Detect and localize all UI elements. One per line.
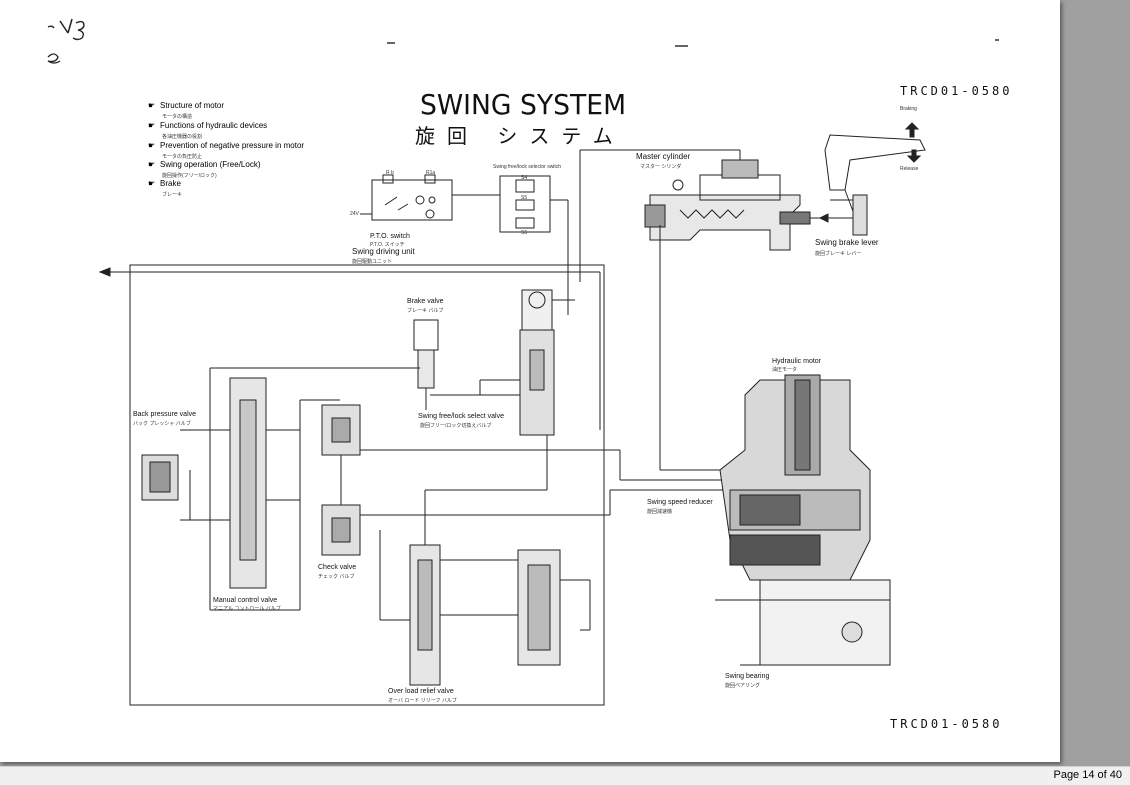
label-swing-brake-lever: Swing brake lever <box>815 238 879 247</box>
label-swing-speed-reducer: Swing speed reducer <box>647 499 713 506</box>
document-id-top: TRCD01-0580 <box>900 84 1013 98</box>
label-master-cylinder-jp: マスター シリンダ <box>640 164 682 170</box>
label-swing-brake-lever-jp: 旋回ブレーキ レバー <box>815 251 862 257</box>
label-swing-free-lock-valve-jp: 旋回フリー/ロック切換えバルブ <box>420 423 492 429</box>
label-swing-bearing: Swing bearing <box>725 673 770 680</box>
label-circuit-24v: 24V <box>350 211 359 217</box>
label-pto-switch-jp: P.T.O. スイッチ <box>370 242 405 248</box>
label-back-pressure-valve: Back pressure valve <box>133 411 197 418</box>
page-indicator: Page 14 of 40 <box>1053 769 1122 781</box>
label-overload-relief-valve-jp: オーバ ロード リリーフ バルブ <box>388 698 457 704</box>
label-circuit-rb: R b <box>386 170 394 176</box>
label-circuit-s6: S6 <box>521 230 528 236</box>
label-circuit-s4: S4 <box>521 175 528 181</box>
document-id-bottom: TRCD01-0580 <box>890 717 1003 731</box>
label-release: Release <box>900 166 919 172</box>
label-swing-free-lock-valve: Swing free/lock select valve <box>418 413 504 420</box>
legend-item: ☛Swing operation (Free/Lock)旋回操作(フリー/ロック… <box>148 160 261 179</box>
label-hydraulic-motor: Hydraulic motor <box>772 358 822 365</box>
pointer-icon: ☛ <box>148 121 156 130</box>
label-swing-speed-reducer-jp: 旋回減速機 <box>647 509 673 515</box>
label-manual-control-valve: Manual control valve <box>213 597 278 604</box>
hydraulic-schematic <box>98 39 999 706</box>
label-circuit-r1a: R1a <box>426 170 436 176</box>
label-master-cylinder: Master cylinder <box>636 152 691 161</box>
document-page: TRCD01-0580 TRCD01-0580 SWING SYSTEM 旋回 … <box>0 0 1060 762</box>
label-brake-valve: Brake valve <box>407 298 444 305</box>
label-swing-free-lock-selector: Swing free/lock selector switch <box>493 164 562 170</box>
label-swing-bearing-jp: 旋回ベアリング <box>725 683 761 689</box>
label-swing-driving-unit-jp: 旋回駆動ユニット <box>352 259 393 265</box>
page-title-jp: 旋回 システム <box>415 124 625 148</box>
label-overload-relief-valve: Over load relief valve <box>388 688 454 695</box>
label-pto-switch: P.T.O. switch <box>370 233 410 240</box>
label-swing-driving-unit: Swing driving unit <box>352 247 415 256</box>
label-circuit-s5: S5 <box>521 195 528 201</box>
pointer-icon: ☛ <box>148 160 156 169</box>
label-hydraulic-motor-jp: 油圧モータ <box>772 367 798 373</box>
label-brake-valve-jp: ブレーキ バルブ <box>407 308 444 314</box>
handwriting-mark <box>47 18 85 64</box>
pointer-icon: ☛ <box>148 101 156 110</box>
label-check-valve: Check valve <box>318 564 357 571</box>
label-manual-control-valve-jp: マニアル コントロール バルブ <box>213 606 281 612</box>
pointer-icon: ☛ <box>148 141 156 150</box>
legend-item: ☛Prevention of negative pressure in moto… <box>148 141 305 160</box>
label-check-valve-jp: チェック バルブ <box>318 574 355 580</box>
label-braking: Braking <box>900 106 917 112</box>
page-title: SWING SYSTEM <box>420 88 627 121</box>
label-back-pressure-valve-jp: バック プレッシャ バルブ <box>133 421 191 427</box>
pointer-icon: ☛ <box>148 179 156 188</box>
status-bar: Page 14 of 40 <box>0 766 1130 785</box>
